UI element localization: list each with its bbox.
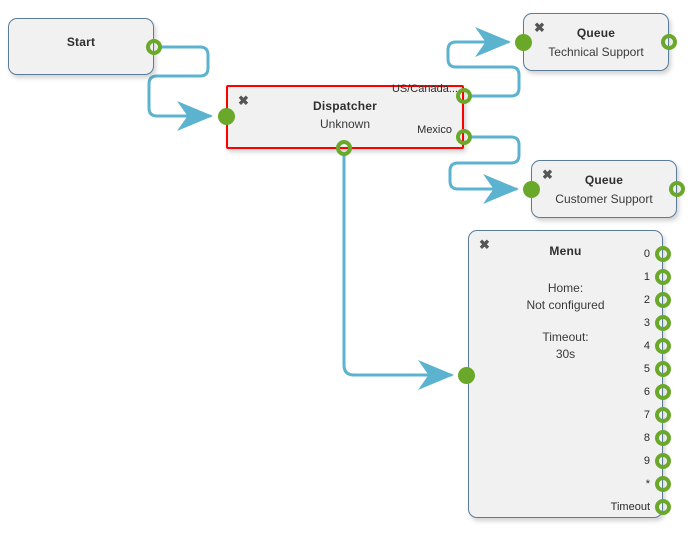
port-dispatcher-mexico[interactable] bbox=[456, 129, 472, 145]
node-menu-title: Menu bbox=[549, 244, 582, 258]
port-label-menu-timeout: Timeout bbox=[610, 501, 650, 513]
port-label-menu-2: 2 bbox=[643, 294, 650, 306]
close-icon[interactable]: ✖ bbox=[534, 20, 545, 35]
port-label-menu-4: 4 bbox=[643, 340, 650, 352]
port-menu-in[interactable] bbox=[458, 367, 475, 384]
close-icon[interactable]: ✖ bbox=[238, 93, 249, 108]
node-start[interactable]: Start bbox=[8, 18, 154, 75]
node-dispatcher-subtitle: Unknown bbox=[319, 117, 371, 131]
port-label-menu-3: 3 bbox=[643, 317, 650, 329]
menu-timeout-value: 30s bbox=[555, 347, 576, 361]
port-menu-out-*[interactable] bbox=[655, 476, 671, 492]
node-menu[interactable]: ✖ Menu Home: Not configured Timeout: 30s bbox=[468, 230, 663, 518]
port-label-mexico: Mexico bbox=[417, 124, 452, 136]
port-menu-out-7[interactable] bbox=[655, 407, 671, 423]
port-label-menu-6: 6 bbox=[643, 386, 650, 398]
port-label-menu-*: * bbox=[645, 478, 650, 490]
wire-start-to-dispatcher bbox=[147, 45, 213, 131]
port-menu-out-6[interactable] bbox=[655, 384, 671, 400]
port-dispatcher-us-canada[interactable] bbox=[456, 88, 472, 104]
port-menu-out-5[interactable] bbox=[655, 361, 671, 377]
port-queue-technical-out[interactable] bbox=[661, 34, 677, 50]
node-menu-body: Home: Not configured Timeout: 30s bbox=[469, 280, 662, 363]
node-queue-technical-title: Queue bbox=[576, 26, 616, 40]
port-label-menu-0: 0 bbox=[643, 248, 650, 260]
port-label-menu-7: 7 bbox=[643, 409, 650, 421]
port-menu-out-8[interactable] bbox=[655, 430, 671, 446]
port-label-menu-8: 8 bbox=[643, 432, 650, 444]
node-queue-technical-support[interactable]: ✖ Queue Technical Support bbox=[523, 13, 669, 71]
node-queue-customer-subtitle: Customer Support bbox=[555, 192, 653, 206]
wire-dispatcher-to-menu bbox=[342, 154, 454, 390]
close-icon[interactable]: ✖ bbox=[542, 167, 553, 182]
port-menu-out-timeout[interactable] bbox=[655, 499, 671, 515]
menu-timeout-label: Timeout: bbox=[542, 330, 589, 344]
port-menu-out-1[interactable] bbox=[655, 269, 671, 285]
menu-home-value: Not configured bbox=[526, 298, 605, 312]
node-dispatcher-title: Dispatcher bbox=[312, 99, 378, 113]
port-menu-out-0[interactable] bbox=[655, 246, 671, 262]
port-queue-technical-in[interactable] bbox=[515, 34, 532, 51]
node-queue-customer-title: Queue bbox=[584, 173, 624, 187]
port-label-us-canada: US/Canada... bbox=[391, 83, 458, 95]
node-start-title: Start bbox=[66, 35, 96, 49]
port-label-menu-1: 1 bbox=[643, 271, 650, 283]
port-start-out[interactable] bbox=[146, 39, 162, 55]
port-menu-out-3[interactable] bbox=[655, 315, 671, 331]
menu-home-label: Home: bbox=[547, 281, 584, 295]
node-dispatcher[interactable]: ✖ Dispatcher Unknown bbox=[226, 85, 464, 149]
port-menu-out-4[interactable] bbox=[655, 338, 671, 354]
port-queue-customer-out[interactable] bbox=[669, 181, 685, 197]
port-queue-customer-in[interactable] bbox=[523, 181, 540, 198]
port-dispatcher-in[interactable] bbox=[218, 108, 235, 125]
port-menu-out-2[interactable] bbox=[655, 292, 671, 308]
close-icon[interactable]: ✖ bbox=[479, 237, 490, 252]
port-label-menu-9: 9 bbox=[643, 455, 650, 467]
port-label-menu-5: 5 bbox=[643, 363, 650, 375]
port-menu-out-9[interactable] bbox=[655, 453, 671, 469]
port-dispatcher-bottom[interactable] bbox=[336, 140, 352, 156]
node-queue-customer-support[interactable]: ✖ Queue Customer Support bbox=[531, 160, 677, 218]
node-queue-technical-subtitle: Technical Support bbox=[548, 45, 644, 59]
